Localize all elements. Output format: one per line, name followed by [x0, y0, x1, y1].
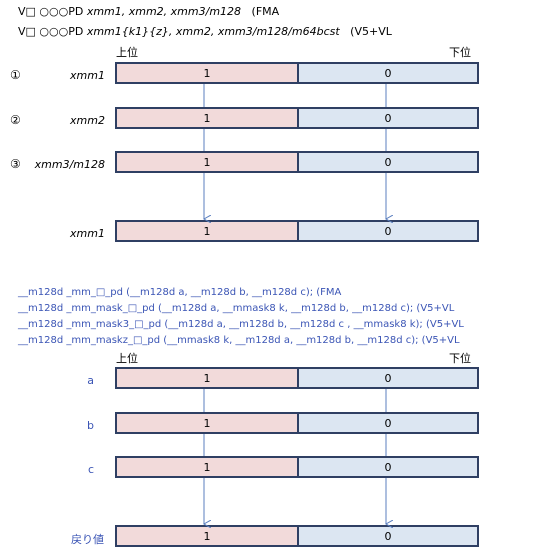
register-label: xmm3/m128: [34, 158, 105, 171]
operand-label: c: [87, 463, 94, 476]
instruction-mnemonic: V□ ○○○PD: [18, 5, 84, 18]
operand-label: a: [87, 374, 94, 387]
intrinsic-line: __m128d _mm_mask_□_pd (__m128d a, __mmas…: [18, 303, 455, 314]
row-marker: ③: [10, 157, 21, 171]
intrinsic-line: __m128d _mm_□_pd (__m128d a, __m128d b, …: [18, 287, 342, 298]
row-marker: ①: [10, 68, 21, 82]
low-element: 0: [299, 64, 477, 82]
return-value-box: 1 0: [115, 525, 479, 547]
high-element: 1: [117, 369, 299, 387]
register-box: 1 0: [115, 107, 479, 129]
low-order-label: 下位: [449, 352, 471, 365]
low-element: 0: [299, 369, 477, 387]
low-element: 0: [299, 109, 477, 127]
high-order-label: 上位: [116, 46, 138, 59]
instruction-tag: (V5+VL: [350, 25, 392, 38]
operand-box: 1 0: [115, 412, 479, 434]
high-element: 1: [117, 414, 299, 432]
low-element: 0: [299, 414, 477, 432]
instruction-tag: (FMA: [251, 5, 280, 18]
row-marker: ②: [10, 113, 21, 127]
register-box: 1 0: [115, 62, 479, 84]
low-element: 0: [299, 222, 477, 240]
low-element: 0: [299, 153, 477, 171]
return-value-label: 戻り値: [71, 533, 104, 546]
register-box: 1 0: [115, 220, 479, 242]
intrinsic-line: __m128d _mm_maskz_□_pd (__mmask8 k, __m1…: [18, 335, 460, 346]
low-element: 0: [299, 527, 477, 545]
instruction-line-1: V□ ○○○PD xmm1, xmm2, xmm3/m128 (FMA: [18, 5, 279, 18]
intrinsic-line: __m128d _mm_mask3_□_pd (__m128d a, __m12…: [18, 319, 464, 330]
register-label: xmm1: [70, 69, 105, 82]
low-element: 0: [299, 458, 477, 476]
high-element: 1: [117, 458, 299, 476]
operand-label: b: [87, 419, 94, 432]
instruction-mnemonic: V□ ○○○PD: [18, 25, 84, 38]
register-label: xmm2: [70, 114, 105, 127]
instruction-operands: xmm1{k1}{z}, xmm2, xmm3/m128/m64bcst: [86, 25, 340, 38]
instruction-line-2: V□ ○○○PD xmm1{k1}{z}, xmm2, xmm3/m128/m6…: [18, 25, 392, 38]
high-element: 1: [117, 222, 299, 240]
instruction-operands: xmm1, xmm2, xmm3/m128: [86, 5, 242, 18]
register-label: xmm1: [70, 227, 105, 240]
high-element: 1: [117, 527, 299, 545]
high-order-label: 上位: [116, 352, 138, 365]
register-box: 1 0: [115, 151, 479, 173]
operand-box: 1 0: [115, 367, 479, 389]
operand-box: 1 0: [115, 456, 479, 478]
high-element: 1: [117, 109, 299, 127]
high-element: 1: [117, 64, 299, 82]
high-element: 1: [117, 153, 299, 171]
low-order-label: 下位: [449, 46, 471, 59]
